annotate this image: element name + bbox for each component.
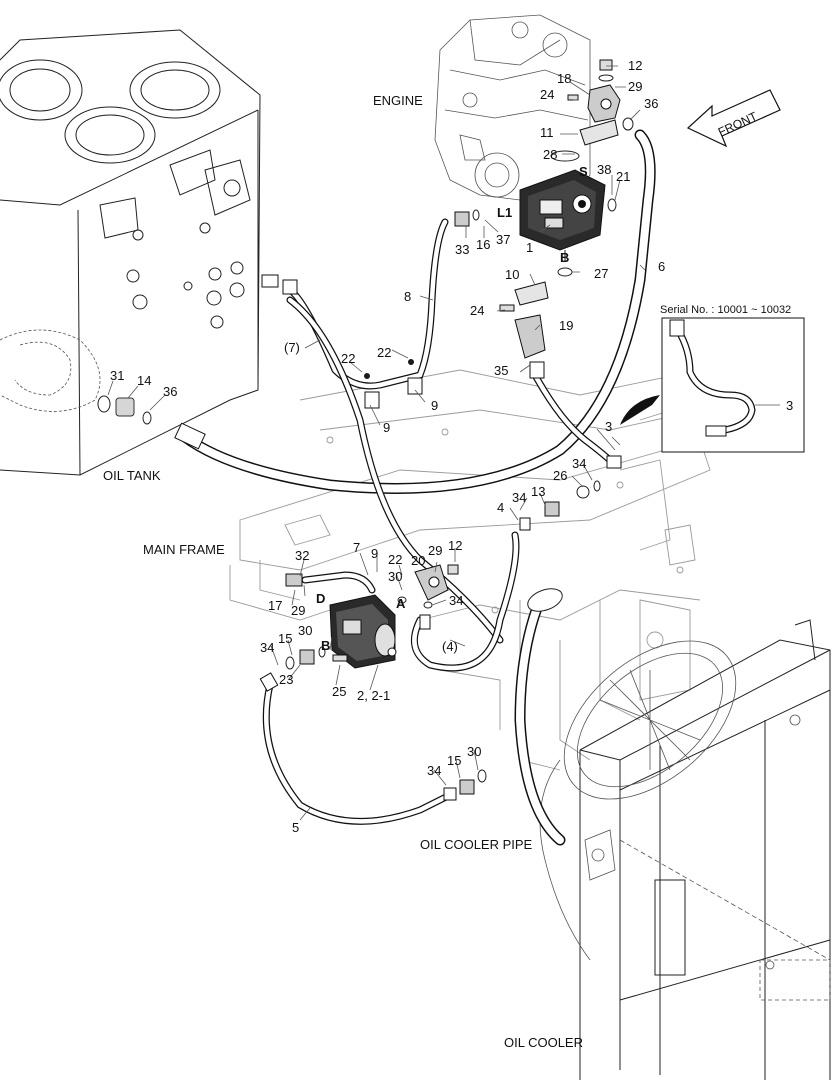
hose-8 — [286, 218, 449, 390]
part-number-20: 20 — [411, 553, 425, 568]
part-number-6: 6 — [658, 259, 665, 274]
part-number-9: 9 — [431, 398, 438, 413]
hose-7 — [286, 296, 504, 644]
part-number-29: 29 — [291, 603, 305, 618]
part-number-34: 34 — [512, 490, 526, 505]
part-number-30: 30 — [298, 623, 312, 638]
part-number-25: 25 — [332, 684, 346, 699]
engine-pump — [519, 150, 606, 277]
part-number-32: 32 — [295, 548, 309, 563]
engine — [434, 14, 591, 201]
part-number-34: 34 — [572, 456, 586, 471]
elbow-fitting-18 — [567, 59, 634, 212]
part-number-34: 34 — [260, 640, 274, 655]
port-labels: S L1 B A B D — [316, 164, 588, 653]
port-label-b-engine-pump: B — [560, 250, 569, 265]
part-number-24: 24 — [470, 303, 484, 318]
part-number-29: 29 — [628, 79, 642, 94]
part-number-12: 12 — [448, 538, 462, 553]
leader-lines — [107, 65, 646, 821]
part-number-3-inset: 3 — [786, 398, 793, 413]
part-number-19: 19 — [559, 318, 573, 333]
captions: ENGINE FRONT OIL TANK MAIN FRAME OIL COO… — [103, 93, 791, 1050]
part-number-37: 37 — [496, 232, 510, 247]
port-label-l1: L1 — [497, 205, 512, 220]
part-number-17: 17 — [268, 598, 282, 613]
part-number-27: 27 — [594, 266, 608, 281]
part-number-23: 23 — [279, 672, 293, 687]
part-number-31: 31 — [110, 368, 124, 383]
gear-pump — [285, 564, 459, 670]
part-number-10: 10 — [505, 267, 519, 282]
part-number-15: 15 — [447, 753, 461, 768]
part-number-4-ref: (4) — [442, 639, 458, 654]
part-number-34: 34 — [449, 593, 463, 608]
caption-engine: ENGINE — [373, 93, 423, 108]
part-number-7-ref: (7) — [284, 340, 300, 355]
part-number-36: 36 — [644, 96, 658, 111]
part-number-8: 8 — [404, 289, 411, 304]
part-number-14: 14 — [137, 373, 151, 388]
hose-6 — [174, 129, 656, 494]
main-frame — [229, 369, 721, 771]
part-number-9: 9 — [371, 546, 378, 561]
part-number-16: 16 — [476, 237, 490, 252]
part-number-2: 2, 2-1 — [357, 688, 390, 703]
part-number-18: 18 — [557, 71, 571, 86]
part-number-9: 9 — [383, 420, 390, 435]
part-number-12: 12 — [628, 58, 642, 73]
port-label-a: A — [396, 596, 406, 611]
part-number-7: 7 — [353, 540, 360, 555]
part-number-3: 3 — [605, 419, 612, 434]
pipe-oil-cooler — [514, 588, 566, 846]
hose-3 — [529, 361, 622, 469]
part-number-29: 29 — [428, 543, 442, 558]
hose-4 — [410, 531, 520, 672]
part-numbers: 12 29 18 24 36 11 28 38 21 33 16 37 1 27… — [110, 58, 793, 835]
part-number-34: 34 — [427, 763, 441, 778]
part-number-4: 4 — [497, 500, 504, 515]
serial-inset — [620, 317, 805, 453]
part-number-30: 30 — [388, 569, 402, 584]
part-number-15: 15 — [278, 631, 292, 646]
caption-oil-tank: OIL TANK — [103, 468, 161, 483]
part-number-5: 5 — [292, 820, 299, 835]
part-number-33: 33 — [455, 242, 469, 257]
caption-main-frame: MAIN FRAME — [143, 542, 225, 557]
caption-oil-cooler-pipe: OIL COOLER PIPE — [420, 837, 533, 852]
hose-5 — [262, 681, 454, 825]
oil-tank — [0, 29, 261, 476]
part-number-22: 22 — [341, 351, 355, 366]
part-number-38: 38 — [597, 162, 611, 177]
part-number-35: 35 — [494, 363, 508, 378]
oil-cooler — [539, 619, 831, 1080]
part-number-11: 11 — [540, 125, 554, 140]
front-arrow — [686, 89, 781, 148]
part-number-36: 36 — [163, 384, 177, 399]
part-number-1: 1 — [526, 240, 533, 255]
caption-oil-cooler: OIL COOLER — [504, 1035, 583, 1050]
port-label-b-gear-pump: B — [321, 638, 330, 653]
part-number-26: 26 — [553, 468, 567, 483]
fittings — [259, 209, 601, 801]
part-number-22: 22 — [388, 552, 402, 567]
part-number-30: 30 — [467, 744, 481, 759]
part-number-24: 24 — [540, 87, 554, 102]
tube-7-pump-line — [301, 571, 376, 594]
port-label-d: D — [316, 591, 325, 606]
part-number-21: 21 — [616, 169, 630, 184]
part-number-28: 28 — [543, 147, 557, 162]
caption-serial: Serial No. : 10001 ~ 10032 — [660, 304, 791, 316]
part-number-13: 13 — [531, 484, 545, 499]
part-number-22: 22 — [377, 345, 391, 360]
port-label-s: S — [579, 164, 588, 179]
